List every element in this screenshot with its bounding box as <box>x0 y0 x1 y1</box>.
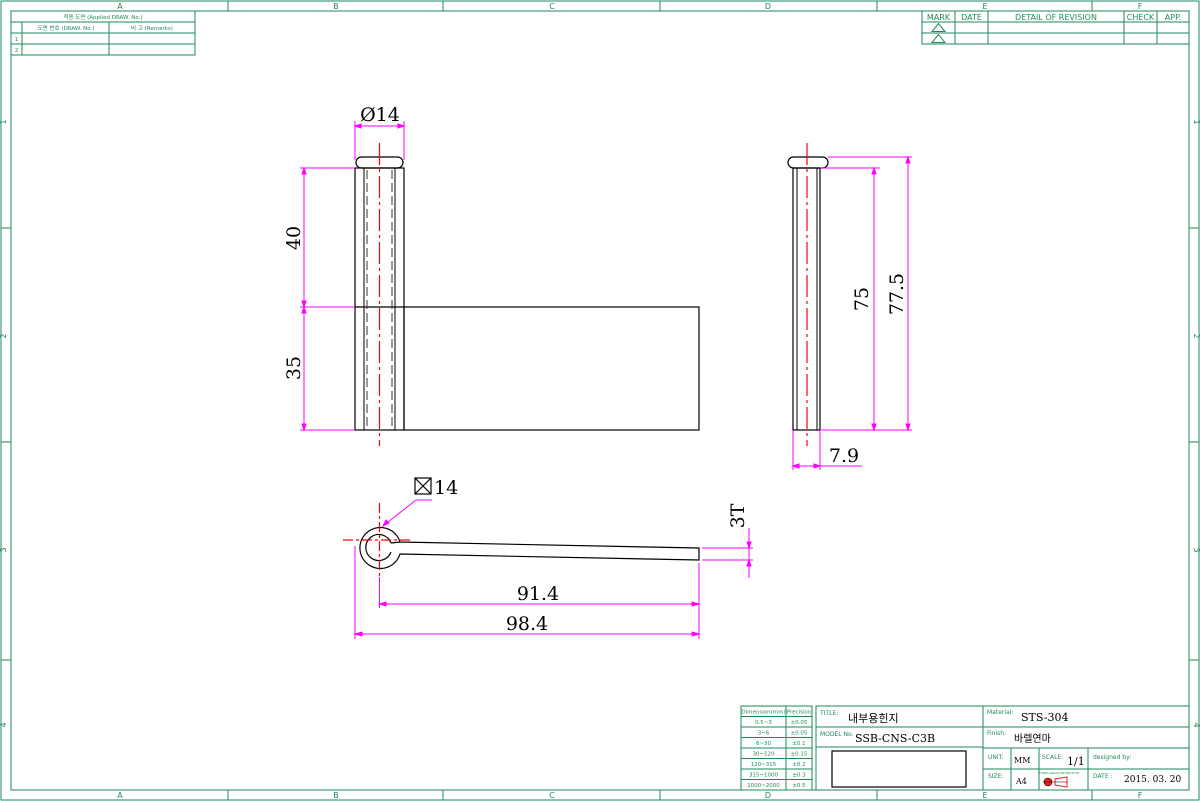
tolerance-row-5-range: 120~315 <box>751 762 777 768</box>
zone-label-bottom-b: B <box>333 791 339 800</box>
title-label: TITLE: <box>819 710 838 717</box>
top-view: 14 3T 91.4 98.4 <box>343 477 753 639</box>
material-label: Material: <box>987 709 1013 716</box>
zone-label-bottom-d: D <box>765 791 771 800</box>
zone-label-bottom-a: A <box>117 791 123 800</box>
title-value: 내부용힌지 <box>848 712 899 725</box>
tolerance-head-precision: Precision <box>787 710 812 716</box>
dim-side-thickness: 7.9 <box>829 445 859 467</box>
zone-label-left-1: 1 <box>0 119 8 124</box>
applied-drawing-table: 적용 도면 (Applied DRAW. No.) 도면 번호 (DRAW. N… <box>10 10 196 56</box>
third-angle-projection-icon <box>1043 776 1068 788</box>
top-view-profile <box>359 526 700 570</box>
revision-head-detail: DETAIL OF REVISION <box>1015 13 1097 22</box>
applied-table-row-2: 2 <box>15 48 19 54</box>
date-label: DATE : <box>1093 773 1113 780</box>
zone-label-bottom-e: E <box>982 791 987 800</box>
finish-label: Finish: <box>987 730 1006 737</box>
tolerance-head-dimension: Dimension(mm) <box>741 710 785 716</box>
revision-head-app: APP. <box>1165 13 1181 22</box>
zone-label-top-a: A <box>117 2 123 11</box>
zone-label-top-f: F <box>1138 2 1143 11</box>
zone-label-left-2: 2 <box>0 333 8 338</box>
dim-top-pin: 14 <box>434 477 458 499</box>
square-symbol-icon <box>414 477 432 495</box>
revision-head-date: DATE <box>961 13 982 22</box>
dim-side-outer: 77.5 <box>886 273 908 315</box>
tolerance-row-3-value: ±0.1 <box>792 741 805 747</box>
dim-front-diameter: Ø14 <box>360 104 400 126</box>
zone-label-top-e: E <box>982 2 987 11</box>
zone-label-left-4: 4 <box>0 722 8 727</box>
zone-label-top-d: D <box>765 2 771 11</box>
tolerance-row-4-value: ±0.15 <box>791 752 808 758</box>
dim-top-thickness: 3T <box>727 503 749 528</box>
tolerance-row-7-range: 1000~2000 <box>747 783 780 789</box>
tolerance-row-6-value: ±0.3 <box>792 773 806 779</box>
zone-label-top-b: B <box>333 2 339 11</box>
dim-front-lower: 35 <box>283 356 305 380</box>
scale-value: 1/1 <box>1067 755 1085 768</box>
side-view: 75 77.5 7.9 <box>787 143 912 470</box>
date-value: 2015. 03. 20 <box>1124 775 1182 785</box>
revision-table: MARK DATE DETAIL OF REVISION CHECK APP. <box>921 10 1190 45</box>
zone-label-right-2: 2 <box>1192 333 1200 338</box>
dim-side-inner: 75 <box>851 287 873 311</box>
tolerance-row-7-value: ±0.5 <box>792 783 806 789</box>
material-value: STS-304 <box>1021 711 1069 724</box>
zone-label-bottom-f: F <box>1138 791 1143 800</box>
applied-table-col-remarks: 비 고 (Remarks) <box>131 24 173 32</box>
tolerance-row-2-range: 3~6 <box>758 731 770 737</box>
front-leaf-outline <box>403 306 700 431</box>
designed-by-label: designed by: <box>1093 754 1131 761</box>
title-block: TITLE: MODEL No. Material: Finish: UNIT:… <box>815 705 1190 791</box>
side-pin-head <box>787 156 829 169</box>
finish-value: 바렐연마 <box>1014 732 1051 745</box>
dim-front-upper: 40 <box>283 226 305 250</box>
tolerance-row-5-value: ±0.2 <box>792 762 805 768</box>
scale-label: SCALE: <box>1042 754 1063 761</box>
applied-table-header: 적용 도면 (Applied DRAW. No.) <box>63 13 142 21</box>
zone-label-bottom-c: C <box>549 791 555 800</box>
zone-label-right-4: 4 <box>1192 722 1200 727</box>
model-label: MODEL No. <box>820 731 854 738</box>
tolerance-row-3-range: 6~30 <box>756 741 772 747</box>
tolerance-row-2-value: ±0.05 <box>791 731 808 737</box>
unit-value: MM <box>1014 756 1030 765</box>
tolerance-row-6-range: 315~1000 <box>749 773 779 779</box>
revision-triangle-icon <box>930 22 947 43</box>
dim-top-inner: 91.4 <box>517 583 559 605</box>
zone-label-right-1: 1 <box>1192 119 1200 124</box>
revision-head-mark: MARK <box>927 13 951 22</box>
size-label: SIZE: <box>988 773 1004 780</box>
zone-label-right-3: 3 <box>1192 547 1200 552</box>
size-value: A4 <box>1015 777 1027 786</box>
revision-head-check: CHECK <box>1127 13 1155 22</box>
tolerance-row-4-range: 30~120 <box>752 752 775 758</box>
tolerance-row-1-range: 0.5~3 <box>755 720 772 726</box>
title-block-blank-box <box>831 750 967 788</box>
projection-label: THIRD ANGLE PROJECTION <box>1038 771 1079 775</box>
zone-label-top-c: C <box>549 2 555 11</box>
unit-label: UNIT: <box>988 754 1004 761</box>
zone-label-left-3: 3 <box>0 547 8 552</box>
applied-table-col-no: 도면 번호 (DRAW. No.) <box>38 24 95 32</box>
applied-table-row-1: 1 <box>15 37 19 43</box>
model-value: SSB-CNS-C3B <box>855 732 935 745</box>
tolerance-row-1-value: ±0.05 <box>791 720 808 726</box>
tolerance-table: Dimension(mm) Precision 0.5~3 ±0.05 3~6 … <box>740 705 813 791</box>
dim-top-overall: 98.4 <box>506 613 548 635</box>
front-view: Ø14 40 35 <box>283 104 700 446</box>
